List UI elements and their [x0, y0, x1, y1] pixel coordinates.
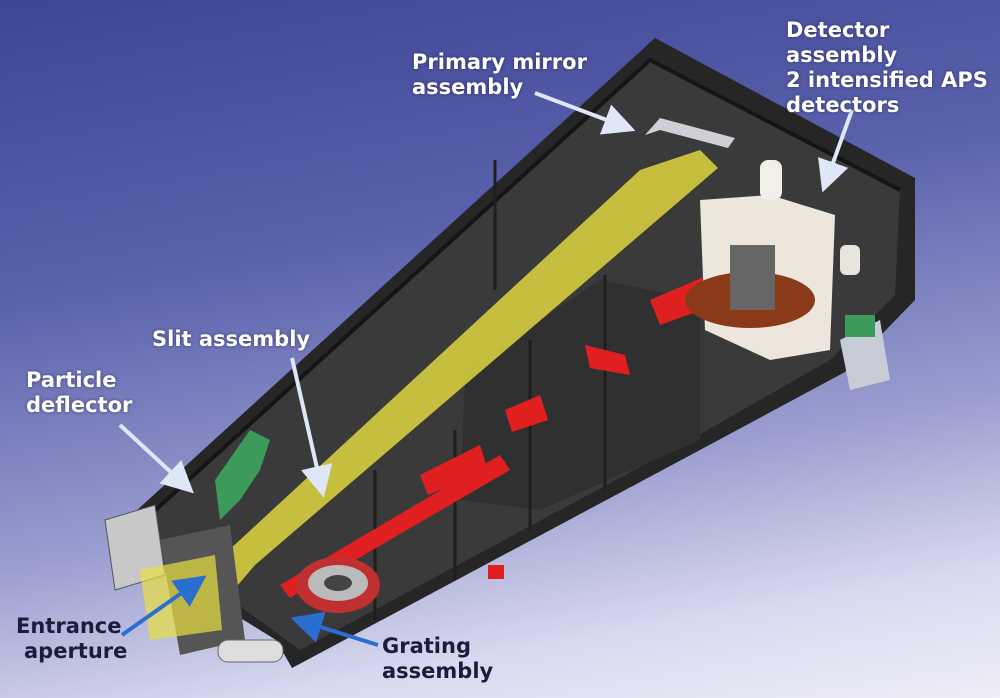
label-line: aperture	[24, 639, 128, 663]
annotation-arrows	[118, 91, 854, 647]
label-line: Primary mirror	[412, 50, 587, 74]
label-detector-assembly: Detector assembly 2 intensified APS dete…	[786, 18, 1000, 118]
label-grating-assembly: Grating assembly	[382, 634, 493, 684]
label-slit-assembly: Slit assembly	[152, 327, 310, 352]
label-line: Particle	[26, 368, 117, 392]
label-line: deflector	[26, 393, 133, 417]
label-particle-deflector: Particle deflector	[26, 368, 132, 418]
label-line: Slit assembly	[152, 327, 311, 351]
detector-assembly	[685, 160, 860, 360]
grating-disk	[296, 557, 380, 613]
bracket	[840, 315, 890, 390]
label-line: 2 intensified APS	[786, 68, 988, 92]
label-line: assembly	[412, 75, 524, 99]
label-line: detectors	[786, 93, 900, 117]
label-primary-mirror: Primary mirror assembly	[412, 50, 587, 100]
label-line: Detector assembly	[786, 18, 898, 67]
particle-deflector	[215, 430, 270, 520]
primary-mirror	[645, 118, 735, 148]
label-line: Entrance	[16, 614, 122, 638]
label-entrance-aperture: Entrance aperture	[16, 614, 127, 664]
label-line: assembly	[382, 659, 494, 683]
label-line: Grating	[382, 634, 471, 658]
